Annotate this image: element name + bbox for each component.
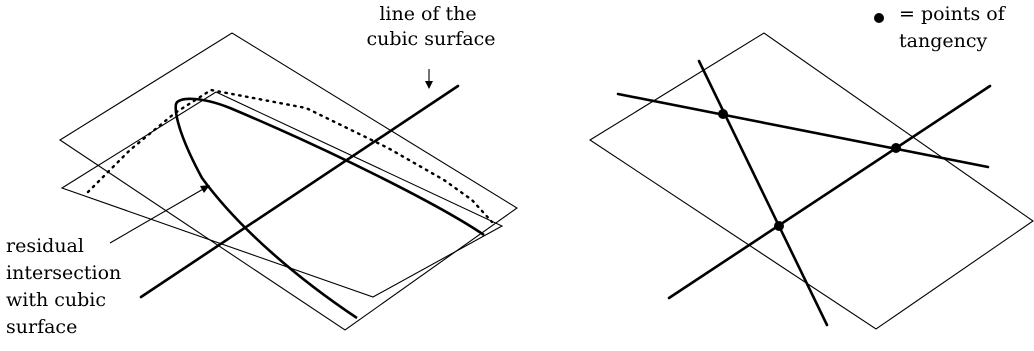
- left-residual-curve: [174, 97, 485, 320]
- right-figure: = points of tangency: [588, 3, 1034, 330]
- legend-dot-icon: [874, 13, 884, 23]
- residual-label: residual intersection with cubic surface: [6, 235, 127, 338]
- left-second-plane: [60, 91, 504, 298]
- tangency-point: [718, 109, 728, 119]
- residual-label-arrow: [109, 187, 206, 244]
- right-line-1: [616, 92, 990, 169]
- right-plane: [588, 32, 1034, 330]
- right-line-2: [697, 59, 829, 327]
- left-dotted-curve: [86, 88, 494, 224]
- line-label: line of the cubic surface: [366, 3, 495, 50]
- tangency-point: [891, 143, 901, 153]
- residual-label-arrowhead: [200, 185, 210, 193]
- legend-label: = points of tangency: [899, 3, 1011, 52]
- left-figure: line of the cubic surface residual inter…: [6, 3, 518, 338]
- right-line-3: [667, 84, 992, 300]
- left-tangent-plane: [58, 32, 518, 331]
- line-label-arrowhead: [425, 81, 433, 89]
- tangency-point: [774, 221, 784, 231]
- left-cubic-line: [139, 84, 460, 299]
